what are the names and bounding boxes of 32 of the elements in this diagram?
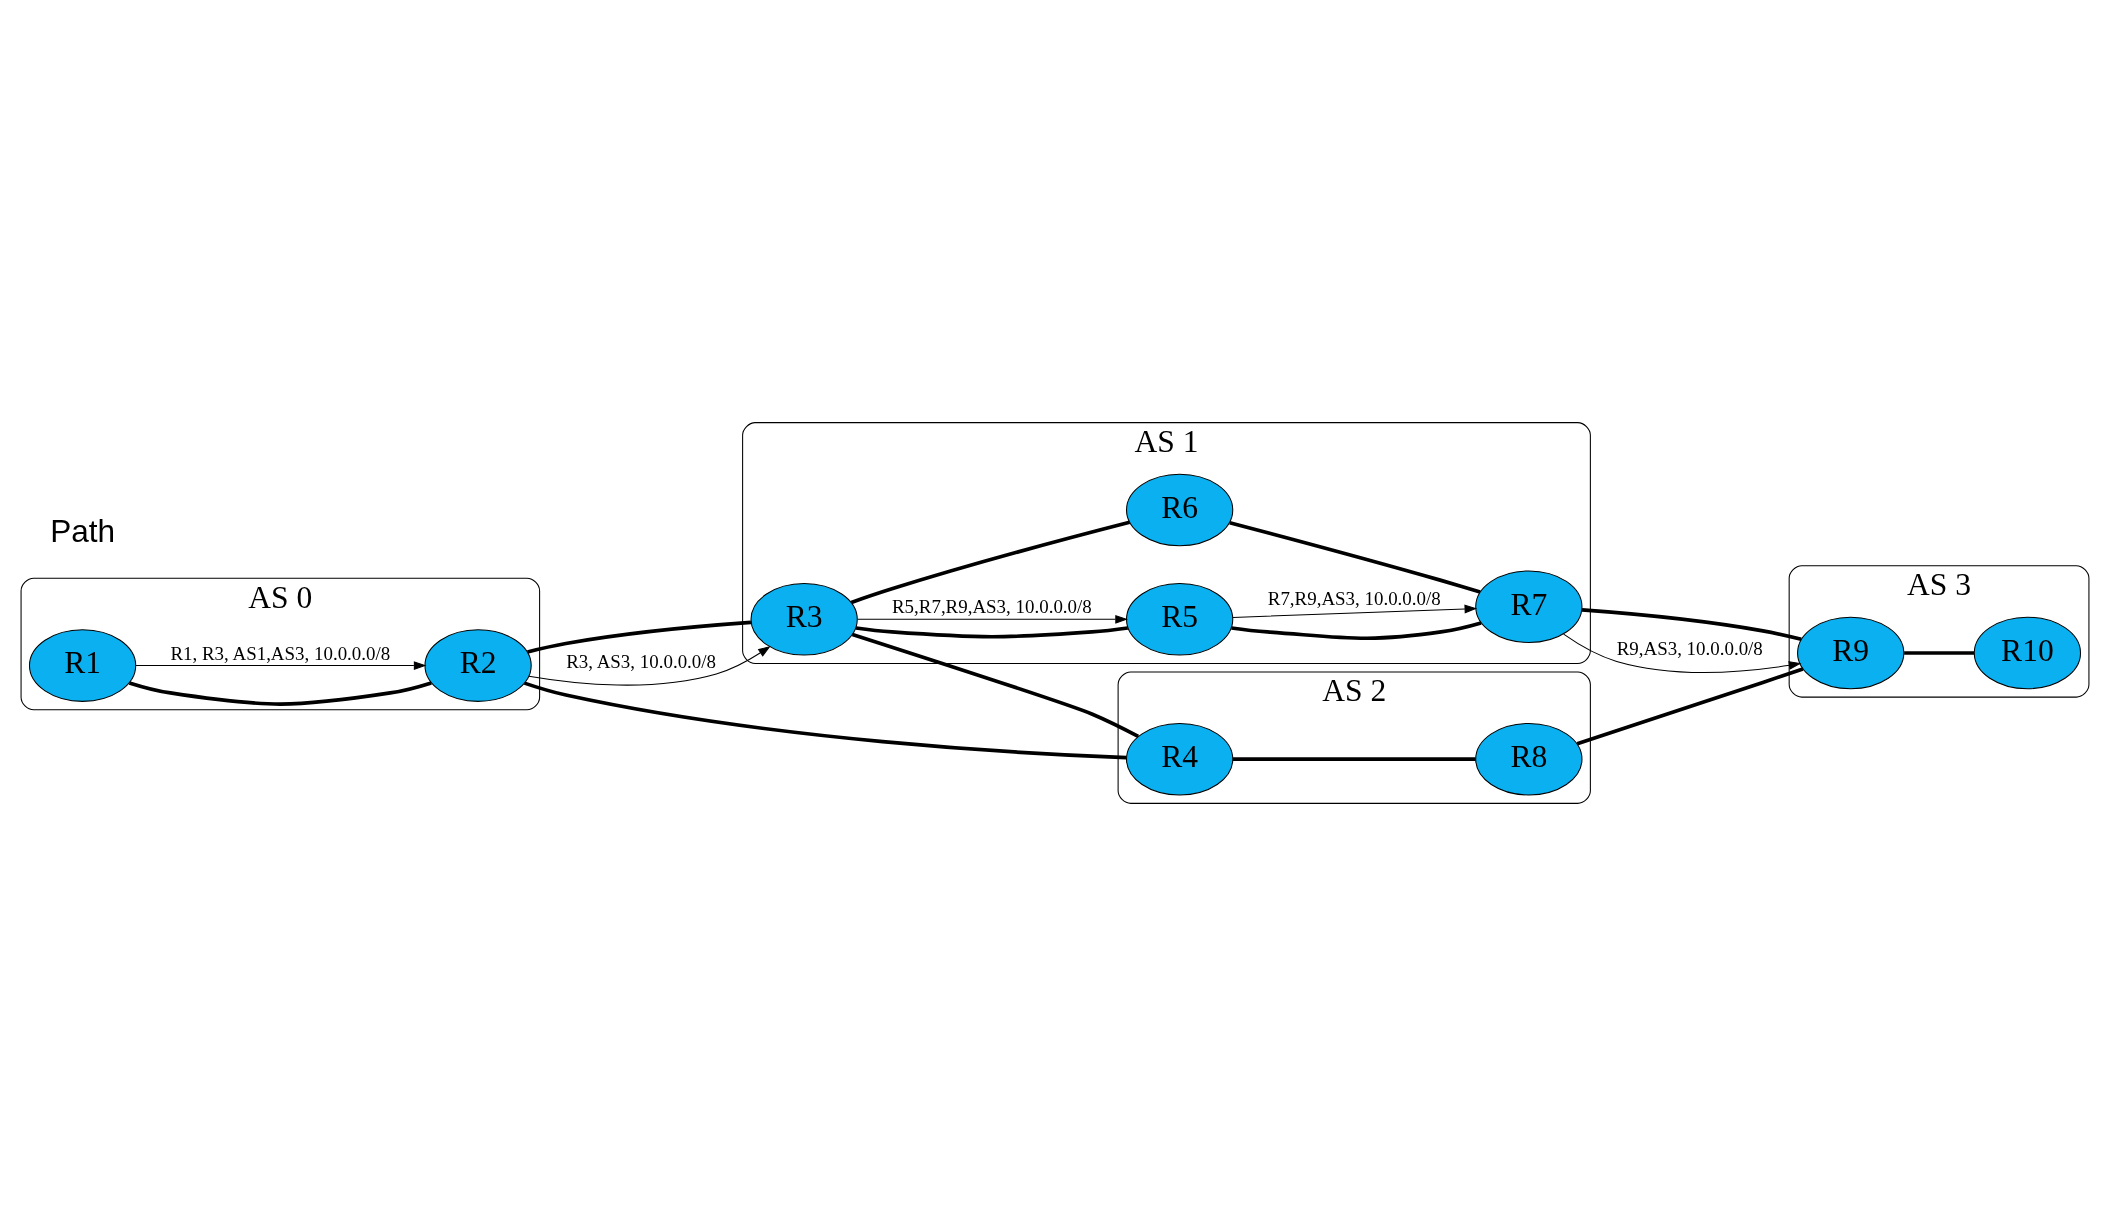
connector <box>1229 520 1481 594</box>
edge-label: R9,AS3, 10.0.0.0/8 <box>1616 637 1763 659</box>
edge-label: R5,R7,R9,AS3, 10.0.0.0/8 <box>892 595 1092 617</box>
connector <box>850 520 1131 604</box>
connector <box>1233 756 1476 761</box>
node-ellipse: R2 <box>424 628 532 702</box>
node-ellipse: R5 <box>1126 582 1234 656</box>
node-ellipse: R8 <box>1475 722 1583 795</box>
connector <box>1904 650 1974 655</box>
edge-label: R3, AS3, 10.0.0.0/8 <box>566 650 717 672</box>
arrow <box>857 614 1128 624</box>
node-ellipse: R6 <box>1126 473 1234 546</box>
node-ellipse: R10 <box>1973 616 2082 689</box>
label: Path <box>50 512 116 549</box>
edge-label: R7,R9,AS3, 10.0.0.0/8 <box>1267 587 1441 609</box>
connector <box>128 680 432 706</box>
edge-label: R1, R3, AS1,AS3, 10.0.0.0/8 <box>170 642 391 664</box>
connector <box>1231 620 1482 640</box>
node-ellipse: R7 <box>1475 569 1583 643</box>
arrow <box>135 660 427 670</box>
arrow <box>1232 604 1478 618</box>
arrow <box>1563 633 1802 673</box>
node-ellipse: R1 <box>28 628 137 702</box>
connector <box>1581 607 1802 641</box>
connector <box>851 632 1140 738</box>
connector <box>527 620 752 654</box>
connector <box>1576 666 1804 745</box>
connector <box>523 680 1127 759</box>
node-ellipse: R4 <box>1126 722 1234 795</box>
connector <box>855 625 1129 639</box>
arrow <box>528 645 771 686</box>
node-ellipse: R9 <box>1797 616 1905 689</box>
